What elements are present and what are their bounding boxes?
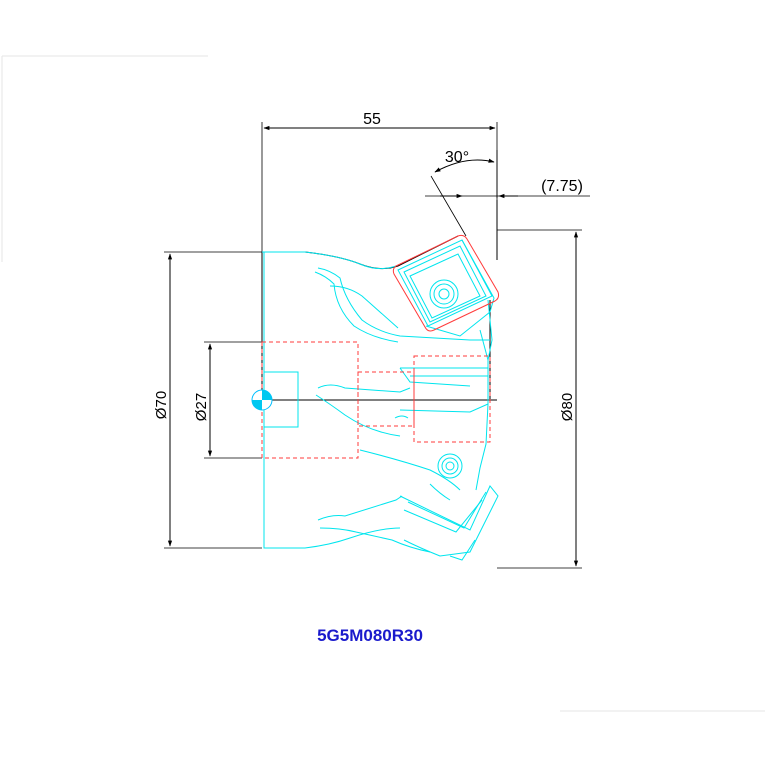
dimension-dia-70-label: Ø70 <box>153 391 170 419</box>
reference-outline <box>261 200 498 401</box>
dimension-width: 55 <box>261 111 498 252</box>
dimension-dia-27: Ø27 <box>193 341 262 459</box>
dimension-offset-label: (7.75) <box>541 178 583 195</box>
dimension-angle-label: 30° <box>445 149 469 166</box>
datum-symbol <box>251 389 273 411</box>
model-label: 5G5M080R30 <box>317 626 423 645</box>
dimension-angle: 30° <box>430 149 498 237</box>
insert-outline <box>392 234 500 332</box>
dimension-dia-80: Ø80 <box>497 229 582 569</box>
dimension-width-label: 55 <box>363 111 381 128</box>
dimension-dia-27-label: Ø27 <box>193 393 210 421</box>
dimension-offset: (7.75) <box>425 178 590 199</box>
dimension-dia-80-label: Ø80 <box>559 393 576 421</box>
cutter-body <box>262 239 499 561</box>
dimension-dia-70: Ø70 <box>153 251 262 549</box>
